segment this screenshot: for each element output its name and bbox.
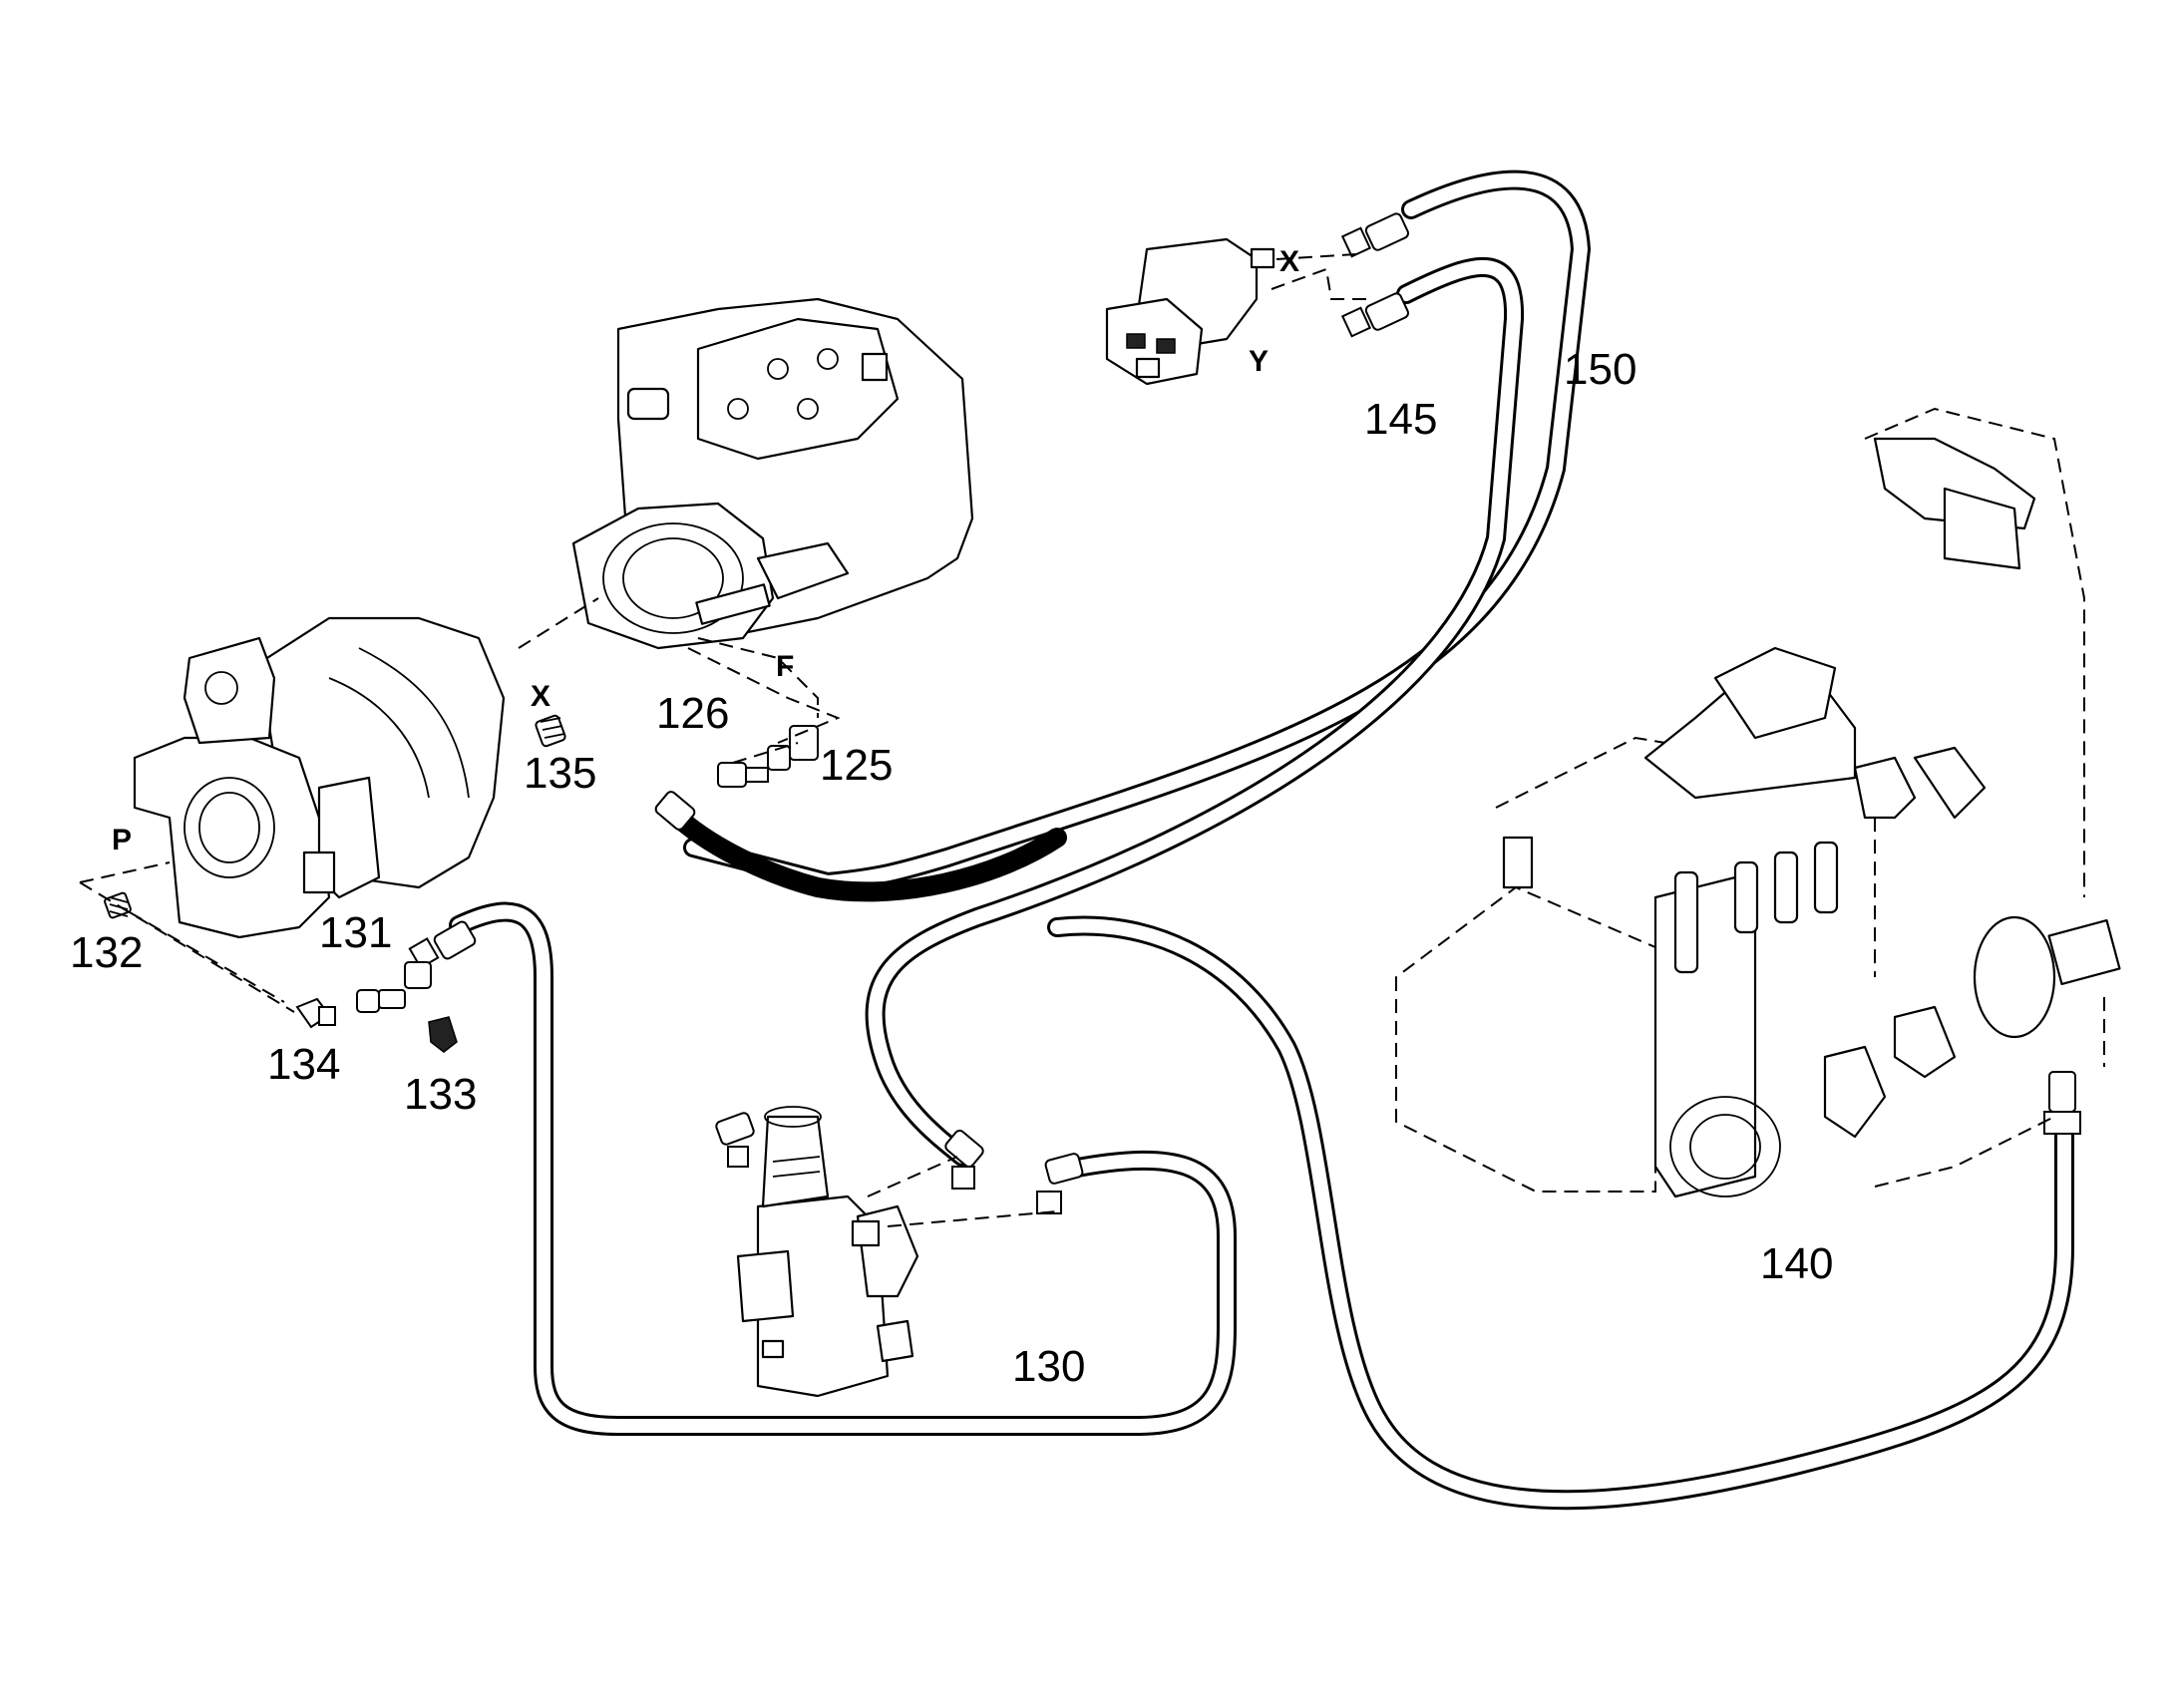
callout-126: 126 (656, 689, 729, 738)
callout-134: 134 (267, 1040, 340, 1089)
fitting-134 (295, 997, 336, 1029)
hydraulic-motor (133, 597, 599, 939)
port-label-x-valve: X (1279, 245, 1299, 278)
callout-140: 140 (1760, 1239, 1833, 1288)
hose-140-return (1047, 915, 2074, 1511)
hydraulic-tank (1395, 407, 2121, 1198)
callout-132: 132 (70, 928, 143, 977)
fitting-125-group (717, 725, 819, 788)
callout-133: 133 (404, 1070, 477, 1119)
hose-fittings (408, 212, 2081, 1214)
hose-supply-motor (449, 901, 1237, 1436)
port-label-f-pump: F (776, 650, 794, 683)
hose-126 (668, 808, 1067, 902)
hydraulic-pump (571, 297, 974, 718)
callout-125: 125 (820, 741, 893, 790)
port-label-p-motor: P (112, 824, 132, 856)
callout-130: 130 (1012, 1342, 1085, 1391)
port-labels: X X Y F P (112, 245, 1299, 856)
callout-131: 131 (319, 908, 392, 957)
leader-lines (79, 647, 2105, 1067)
callout-labels: 125 126 130 131 132 133 134 135 140 145 … (70, 345, 1833, 1391)
pilot-valve (1105, 237, 1366, 386)
callout-150: 150 (1564, 345, 1636, 394)
port-label-x-pump: X (531, 680, 550, 713)
solenoid-valve (736, 1106, 1058, 1398)
hose-145 (865, 257, 1525, 1167)
port-label-y-valve: Y (1249, 345, 1269, 378)
fitting-133-group (356, 961, 458, 1053)
callout-135: 135 (524, 749, 596, 798)
fitting-135 (535, 714, 566, 748)
callout-145: 145 (1364, 395, 1437, 444)
